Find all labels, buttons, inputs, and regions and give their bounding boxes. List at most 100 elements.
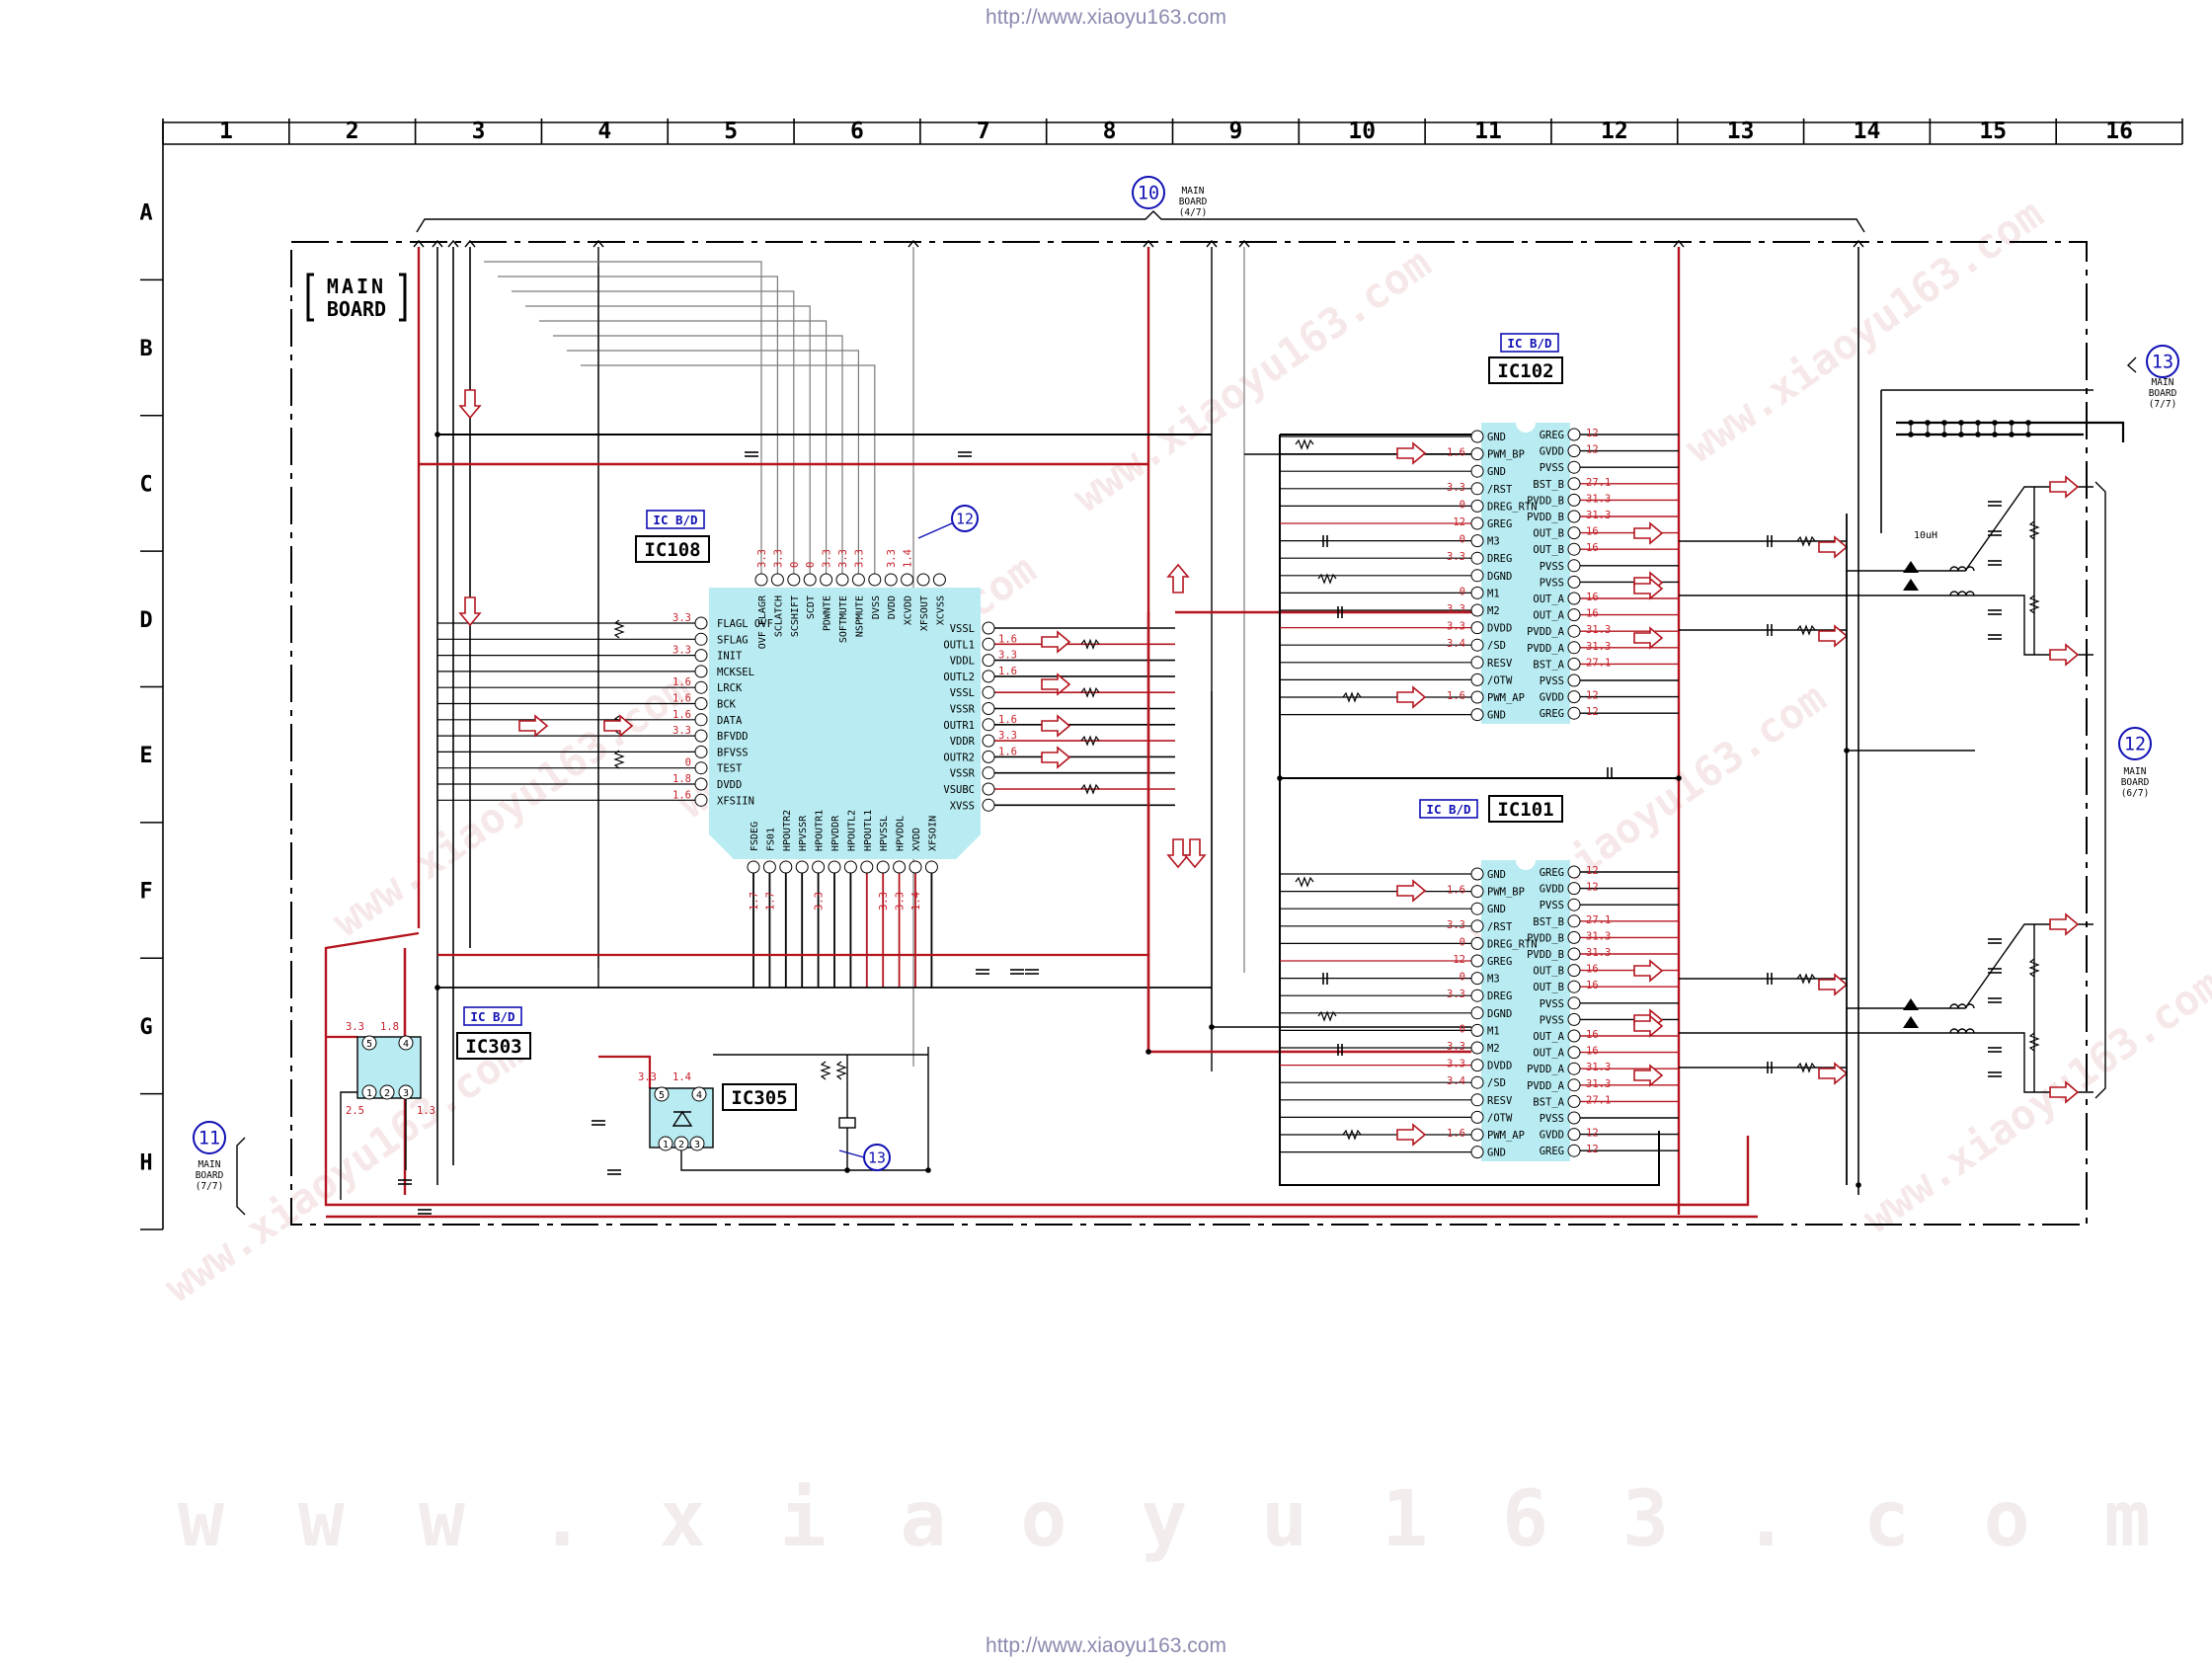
resistor-icon <box>2028 958 2040 978</box>
ic102-pin-name: GND <box>1487 710 1506 722</box>
ic108-pin-name: HPOUTR1 <box>815 810 826 851</box>
ic108-pin-name: TEST <box>717 763 743 775</box>
ic102-pin <box>1470 447 1484 461</box>
ic108-pin <box>982 685 995 699</box>
conn-11-badge <box>193 1121 226 1154</box>
signal-arrow-icon <box>1396 441 1427 465</box>
junction-dot <box>1856 1182 1861 1188</box>
ic101-pin <box>1567 1012 1581 1026</box>
ic102-pin <box>1470 656 1484 670</box>
ic101-pin <box>1470 1059 1484 1072</box>
ic-tag-label: IC B/D <box>470 1009 514 1024</box>
ic108-pin-name: VDDR <box>950 736 976 748</box>
inductor-icon <box>1949 566 1975 572</box>
ic108-pin <box>803 573 817 587</box>
ic303-pin <box>361 1035 377 1051</box>
ic-tag-label: IC B/D <box>1426 802 1470 817</box>
junction-dot <box>434 432 440 437</box>
ic101-pin <box>1567 1094 1581 1108</box>
ic108-pin-name: XFSOUT <box>919 595 930 631</box>
control-wire <box>498 276 779 579</box>
ic108-pin-name: SOFTMUTE <box>838 595 849 643</box>
junction-dot <box>844 1167 850 1173</box>
voltage-label: 31.3 <box>1586 930 1611 942</box>
voltage-label: 12 <box>1586 690 1599 702</box>
ic303-pin-number: 5 <box>366 1039 372 1050</box>
grid-row-label: G <box>139 1015 152 1040</box>
ic108-pin-name: SCLATCH <box>773 595 784 637</box>
ic-tag-label: IC B/D <box>653 513 697 527</box>
ic102-pin <box>1567 575 1581 589</box>
ic108-pin-name: VSSL <box>950 687 975 699</box>
ic102-pin <box>1567 624 1581 638</box>
voltage-label: 3.3 <box>853 549 865 568</box>
header-url[interactable]: http://www.xiaoyu163.com <box>986 6 1226 29</box>
supply-wire <box>1896 421 2125 442</box>
footer-url[interactable]: http://www.xiaoyu163.com <box>986 1634 1226 1657</box>
ic108-pin <box>787 573 801 587</box>
ic101-pin <box>1567 914 1581 928</box>
voltage-label: 3.3 <box>756 549 768 568</box>
ic108-package <box>709 588 981 859</box>
ic-name-box <box>1488 795 1563 823</box>
voltage-label: 1.6 <box>1447 447 1465 459</box>
signal-arrow-icon <box>1818 535 1849 559</box>
ic101-pin <box>1567 947 1581 961</box>
resistor-icon <box>1317 573 1337 585</box>
signal-arrow-icon <box>2049 643 2080 667</box>
ic108-pin <box>901 573 914 587</box>
ic-name-label: IC303 <box>465 1036 521 1058</box>
ic108-pin-name: INIT <box>717 651 743 663</box>
ic101-package <box>1481 860 1570 1161</box>
ic108-pin <box>982 621 995 635</box>
signal-arrow-icon <box>1818 973 1849 996</box>
ic108-pin-name: XCVDD <box>904 595 914 625</box>
ic101-pin <box>1567 865 1581 879</box>
conn-11-label: BOARD <box>196 1170 224 1181</box>
junction-dot <box>1209 1024 1215 1030</box>
connector-pin-icon <box>1853 239 1864 248</box>
voltage-label: 16 <box>1586 964 1599 976</box>
ic305-name-box <box>722 1083 797 1111</box>
connector-pin-icon <box>413 239 425 248</box>
ic102-pin <box>1567 460 1581 474</box>
ic108-pin-name: OUTL2 <box>943 672 975 683</box>
ic102-pin-name: PVSS <box>1540 561 1564 573</box>
ic101-pin <box>1470 867 1484 881</box>
grid-column-label: 14 <box>1854 119 1881 144</box>
voltage-label: 16 <box>1586 1029 1599 1041</box>
ic102-pin-name: GREG <box>1487 518 1512 530</box>
connector-pin-icon <box>908 239 919 248</box>
ic108-pin <box>860 860 874 874</box>
ic101-pin-name: GND <box>1487 1148 1506 1159</box>
ic108-pin-name: DVSS <box>871 595 882 619</box>
ic101-pin <box>1470 989 1484 1002</box>
ic102-pin <box>1470 673 1484 686</box>
ic108-pin <box>876 860 890 874</box>
conn-12-label: (6/7) <box>2121 788 2150 799</box>
voltage-label: 1.4 <box>672 1071 691 1083</box>
ic102-pin-name: PVDD_A <box>1527 643 1565 655</box>
ic102-pin <box>1567 690 1581 704</box>
grid-row-label: C <box>139 472 152 497</box>
voltage-label: 27.1 <box>1586 914 1611 926</box>
voltage-label: 3.3 <box>837 549 849 568</box>
voltage-label: 1.4 <box>903 549 914 568</box>
signal-wire <box>1211 691 1471 1028</box>
inductor-icon <box>1949 1028 1975 1034</box>
ic108-pin-name: XFSIIN <box>717 795 754 807</box>
signal-arrow-icon <box>1041 673 1071 696</box>
resistor-icon <box>613 619 625 639</box>
voltage-label: 12 <box>1586 428 1599 439</box>
grid-column-label: 7 <box>977 119 990 144</box>
ic101-pin <box>1470 1006 1484 1020</box>
signal-arrow-icon <box>1633 577 1664 600</box>
ic101-pin-name: GREG <box>1540 867 1564 879</box>
diode-icon <box>1903 998 1919 1010</box>
ic102-pin <box>1567 641 1581 655</box>
ic305-name-label: IC305 <box>731 1087 787 1109</box>
resistor-icon <box>820 1061 831 1080</box>
ic108-pin <box>982 654 995 668</box>
